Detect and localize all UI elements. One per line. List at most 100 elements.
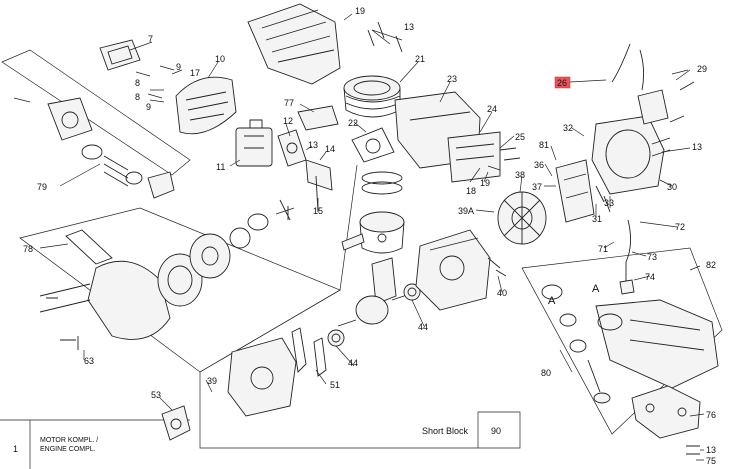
crankshaft [337,257,411,327]
crankcase-gasket [291,327,327,377]
callout-9a: 9 [176,62,181,72]
title-box: 1 MOTOR KOMPL. / ENGINE COMPL. [13,437,98,454]
piston-pin [341,233,365,251]
heat-shield [297,105,339,131]
cylinder-gasket [351,127,395,163]
crankcase-half [227,337,297,417]
title-box-line1: MOTOR KOMPL. / [40,437,98,444]
callout-37: 37 [532,182,542,192]
callout-74: 74 [645,272,655,282]
short-block-text: Short Block [422,426,469,436]
callout-44b: 44 [348,358,358,368]
intake-adapter [277,129,333,213]
callout-71: 71 [598,244,608,254]
short-block-frame [199,164,521,449]
callout-38: 38 [515,170,525,180]
leader-lines [39,13,705,461]
callout-a-upper: A [592,283,600,295]
callout-81: 81 [539,140,549,150]
callout-26: 26 [557,78,567,88]
cylinder [343,75,401,118]
callout-13a: 13 [404,22,414,32]
callout-14: 14 [325,144,335,154]
cylinder-cover [247,3,341,85]
callout-25: 25 [515,132,525,142]
bearing-left [327,329,345,347]
crankcase [415,229,491,311]
callout-80: 80 [541,368,551,378]
air-filter-cover [175,76,237,135]
tank-assembly-frame [521,247,723,435]
callout-11: 11 [216,162,225,172]
starter-pulley [157,233,231,307]
highlight-box [554,76,571,89]
callout-39a: 39A [458,206,474,216]
short-block-label: Short Block 90 [422,426,501,436]
callout-33: 33 [604,198,614,208]
callout-32: 32 [563,123,573,133]
title-box-number: 1 [13,444,18,454]
callout-18: 18 [466,186,476,196]
muffler-guard [447,131,501,183]
callout-13b: 13 [308,140,318,150]
short-block-number: 90 [491,426,501,436]
starter-housing [39,229,171,340]
carburetor [235,119,273,167]
recoil-starter-frame [1,49,191,176]
callout-a-lower: A [548,295,556,307]
callout-31: 31 [592,214,602,224]
air-filter-element [99,39,141,71]
piston [359,211,405,254]
callout-8a: 8 [135,78,140,88]
callout-21: 21 [415,54,425,64]
callout-13c: 13 [692,142,702,152]
callout-23: 23 [447,74,457,84]
callout-39b: 39 [207,376,217,386]
screws [13,21,700,455]
flywheel [497,191,547,245]
callout-40: 40 [497,288,507,298]
callout-13d: 13 [706,445,716,455]
callout-82: 82 [706,260,716,270]
callout-63: 63 [84,356,94,366]
callout-17: 17 [190,68,200,78]
fuel-cap-parts [541,284,611,404]
callout-44a: 44 [418,322,428,332]
callout-78: 78 [23,244,33,254]
fan-housing [591,115,665,195]
ignition-coil [555,159,595,223]
callout-12: 12 [283,116,293,126]
piston-rings [361,171,403,195]
callout-22: 22 [348,118,358,128]
callout-10: 10 [215,54,225,64]
callout-77: 77 [284,98,294,108]
callout-72: 72 [675,222,685,232]
starter-spring [229,199,295,249]
callout-15: 15 [313,206,323,216]
callout-73: 73 [647,252,657,262]
fuel-tank [595,299,719,389]
title-box-frame [0,419,190,469]
fuel-line [619,219,635,295]
callout-29: 29 [697,64,707,74]
callout-53: 53 [151,390,161,400]
callout-75: 75 [706,456,716,466]
callout-79: 79 [37,182,47,192]
tank-bracket [631,385,701,439]
title-box-line2: ENGINE COMPL. [40,446,96,453]
callout-36: 36 [534,160,544,170]
callout-labels: 19 13 7 10 9 17 8 8 9 21 23 26 29 77 22 … [23,6,716,466]
callout-19a: 19 [355,6,365,16]
callout-7: 7 [148,34,153,44]
callout-19b: 19 [480,178,490,188]
callout-8b: 8 [135,92,140,102]
air-filter-base [47,97,175,199]
callout-30: 30 [667,182,677,192]
ignition-module [611,43,669,125]
callout-9b: 9 [146,102,151,112]
callout-24: 24 [487,104,497,114]
callout-51: 51 [330,380,340,390]
callout-76: 76 [706,410,716,420]
oil-seal [161,405,191,441]
